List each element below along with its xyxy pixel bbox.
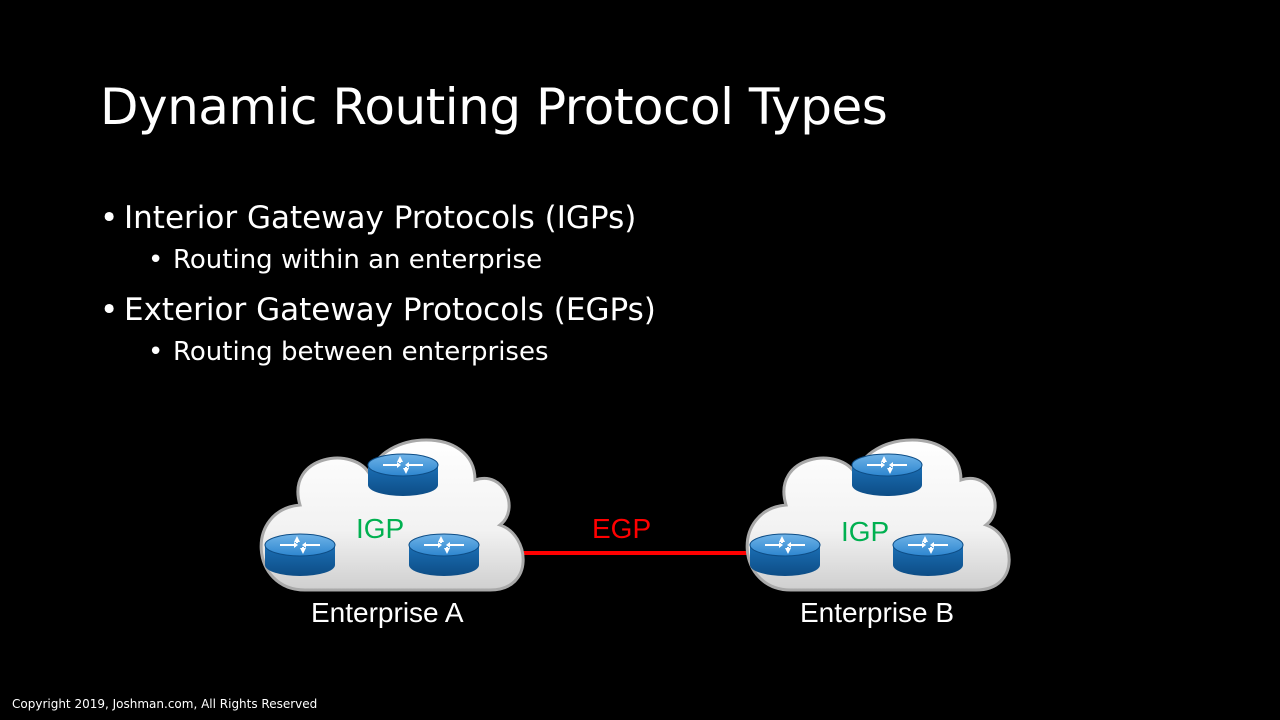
bullet-egp: • Exterior Gateway Protocols (EGPs) (100, 288, 656, 332)
sub-bullet-egp: • Routing between enterprises (100, 332, 656, 372)
enterprise-b-cloud: IGP Enterprise B (745, 438, 1011, 628)
enterprise-b-name: Enterprise B (800, 597, 954, 628)
bullet-dot: • (148, 337, 164, 367)
router-icon (749, 533, 821, 577)
bullet-igp-text: Interior Gateway Protocols (IGPs) (124, 200, 637, 236)
router-icon (264, 533, 336, 577)
sub-bullet-egp-text: Routing between enterprises (173, 337, 549, 367)
enterprise-b-protocol: IGP (841, 516, 889, 547)
router-icon (367, 453, 439, 497)
bullet-dot: • (148, 245, 164, 275)
enterprise-a-name: Enterprise A (311, 597, 464, 628)
bullet-dot: • (100, 200, 119, 236)
bullet-dot: • (100, 292, 119, 328)
router-icon (892, 533, 964, 577)
egp-label: EGP (592, 513, 651, 544)
router-icon (408, 533, 480, 577)
slide-title: Dynamic Routing Protocol Types (100, 78, 888, 136)
copyright-footer: Copyright 2019, Joshman.com, All Rights … (12, 697, 318, 711)
enterprise-a-cloud: IGP Enterprise A (259, 438, 525, 628)
bullet-list: • Interior Gateway Protocols (IGPs) • Ro… (100, 196, 656, 380)
enterprise-a-protocol: IGP (356, 513, 404, 544)
sub-bullet-igp-text: Routing within an enterprise (173, 245, 543, 275)
router-icon (851, 453, 923, 497)
bullet-igp: • Interior Gateway Protocols (IGPs) (100, 196, 656, 240)
bullet-egp-text: Exterior Gateway Protocols (EGPs) (124, 292, 656, 328)
sub-bullet-igp: • Routing within an enterprise (100, 240, 656, 280)
